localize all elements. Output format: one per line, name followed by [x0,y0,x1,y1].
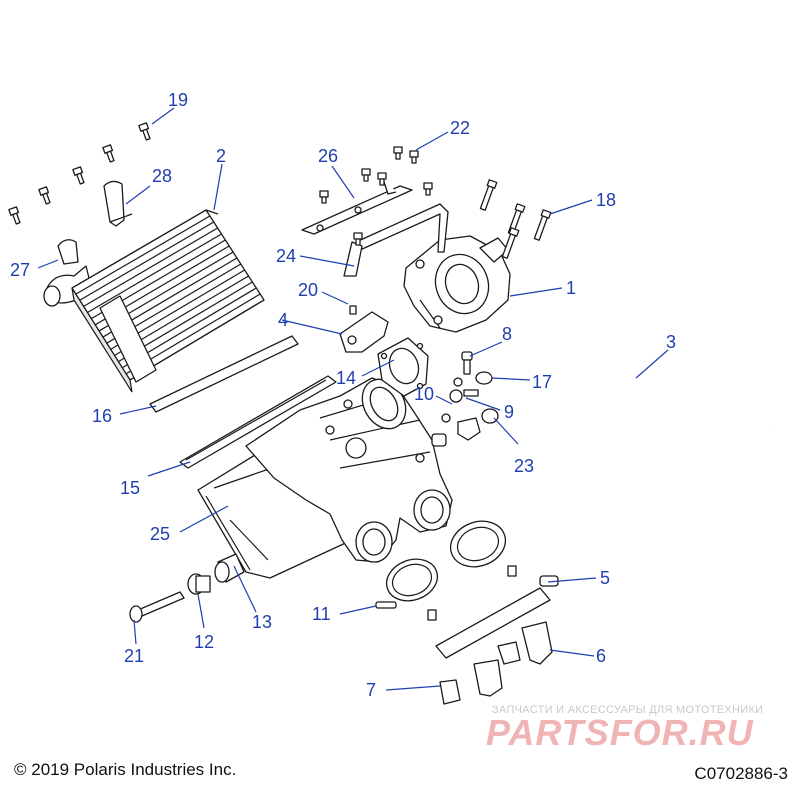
callout-28: 28 [152,166,172,186]
callout-17: 17 [532,372,552,392]
part-4-sensor [339,305,389,353]
part-5-fuel-rail [427,565,559,659]
callout-18: 18 [596,190,616,210]
callout-7: 7 [366,680,376,700]
callout-16: 16 [92,406,112,426]
callout-9: 9 [504,402,514,422]
intercooler-fin [71,209,207,289]
part-11-clamps [375,520,507,609]
callout-1: 1 [566,278,576,298]
callout-3: 3 [666,332,676,352]
callout-25: 25 [150,524,170,544]
small-fittings [441,351,499,441]
screw-set-bracket [319,146,552,259]
callout-19: 19 [168,90,188,110]
intercooler-fin [75,215,211,295]
part-21-bolt [129,591,185,623]
part-7-clip [439,679,461,705]
intercooler-fin [87,233,222,314]
screw-set-top-left [8,122,151,225]
part-12-grommet [187,573,211,595]
watermark-logo: PARTSFOR.RU [486,712,754,753]
callout-11: 11 [312,604,331,624]
callout-15: 15 [120,478,140,498]
callout-5: 5 [600,568,610,588]
callout-2: 2 [216,146,226,166]
callout-26: 26 [318,146,338,166]
part-14-gasket [377,337,429,397]
intercooler-fin [79,221,215,301]
part-16-seal-strip [149,335,299,413]
callout-21: 21 [124,646,144,666]
callout-13: 13 [252,612,272,632]
callout-8: 8 [502,324,512,344]
part-6-injectors [473,621,553,697]
intercooler-fin [83,227,218,307]
leader-lines [37,107,669,691]
callout-4: 4 [278,310,288,330]
drawing-number: C0702886-3 [694,764,788,783]
copyright-notice: © 2019 Polaris Industries Inc. [14,760,237,779]
callout-10: 10 [414,384,434,404]
part-26-bracket [301,175,449,277]
part-28-bracket [103,180,133,227]
callout-12: 12 [194,632,214,652]
callout-22: 22 [450,118,470,138]
part-13-spacer [214,553,245,583]
callout-6: 6 [596,646,606,666]
part-15-gasket [179,375,337,469]
callout-labels: 19 2 28 27 1 3 4 5 6 7 8 9 10 11 12 13 1… [10,90,676,700]
part-2-intercooler [71,209,265,393]
callout-27: 27 [10,260,30,280]
part-1-throttle-body [403,235,511,333]
callout-20: 20 [298,280,318,300]
callout-23: 23 [514,456,534,476]
part-3-hose [491,324,772,431]
callout-14: 14 [336,368,356,388]
callout-24: 24 [276,246,296,266]
watermark-tagline: ЗАПЧАСТИ И АКСЕССУАРЫ ДЛЯ МОТОТЕХНИКИ [492,704,764,716]
intake-manifold [245,377,453,563]
